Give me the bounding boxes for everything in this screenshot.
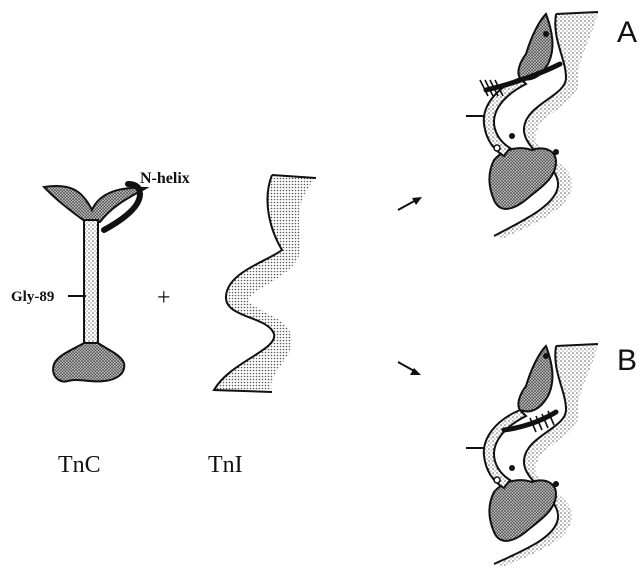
arrow-to-a bbox=[398, 197, 422, 210]
tnc-molecule: N-helix Gly-89 bbox=[11, 170, 190, 382]
tnc-n-lobe bbox=[44, 186, 146, 222]
complex-b-dot-4 bbox=[494, 477, 500, 483]
complex-b-dot-2 bbox=[509, 465, 515, 471]
tni-label: TnI bbox=[208, 452, 243, 478]
tnc-c-lobe bbox=[53, 343, 124, 382]
complex-b-c-lobe bbox=[490, 480, 557, 541]
arrow-to-b bbox=[398, 362, 421, 375]
complex-a-dot-3 bbox=[553, 149, 559, 155]
tnc-central-helix bbox=[84, 220, 98, 345]
complex-a-dot-4 bbox=[494, 145, 500, 151]
complex-b-dot-3 bbox=[553, 481, 559, 487]
tni-molecule bbox=[214, 175, 316, 392]
complex-b-central-helix bbox=[484, 410, 526, 488]
complex-b-dot-1 bbox=[543, 353, 549, 359]
tni-strand bbox=[214, 175, 316, 392]
complex-a-dot-1 bbox=[543, 31, 549, 37]
complex-b bbox=[466, 344, 598, 566]
tnc-label: TnC bbox=[58, 452, 101, 478]
plus-sign: + bbox=[157, 285, 171, 311]
panel-a-label: A bbox=[617, 16, 637, 49]
panel-b-label: B bbox=[617, 344, 637, 377]
gly89-label: Gly-89 bbox=[11, 289, 54, 305]
complex-a bbox=[466, 12, 598, 238]
complex-a-dot-2 bbox=[509, 133, 515, 139]
complex-a-c-lobe bbox=[490, 148, 557, 209]
n-helix-label: N-helix bbox=[140, 170, 190, 187]
